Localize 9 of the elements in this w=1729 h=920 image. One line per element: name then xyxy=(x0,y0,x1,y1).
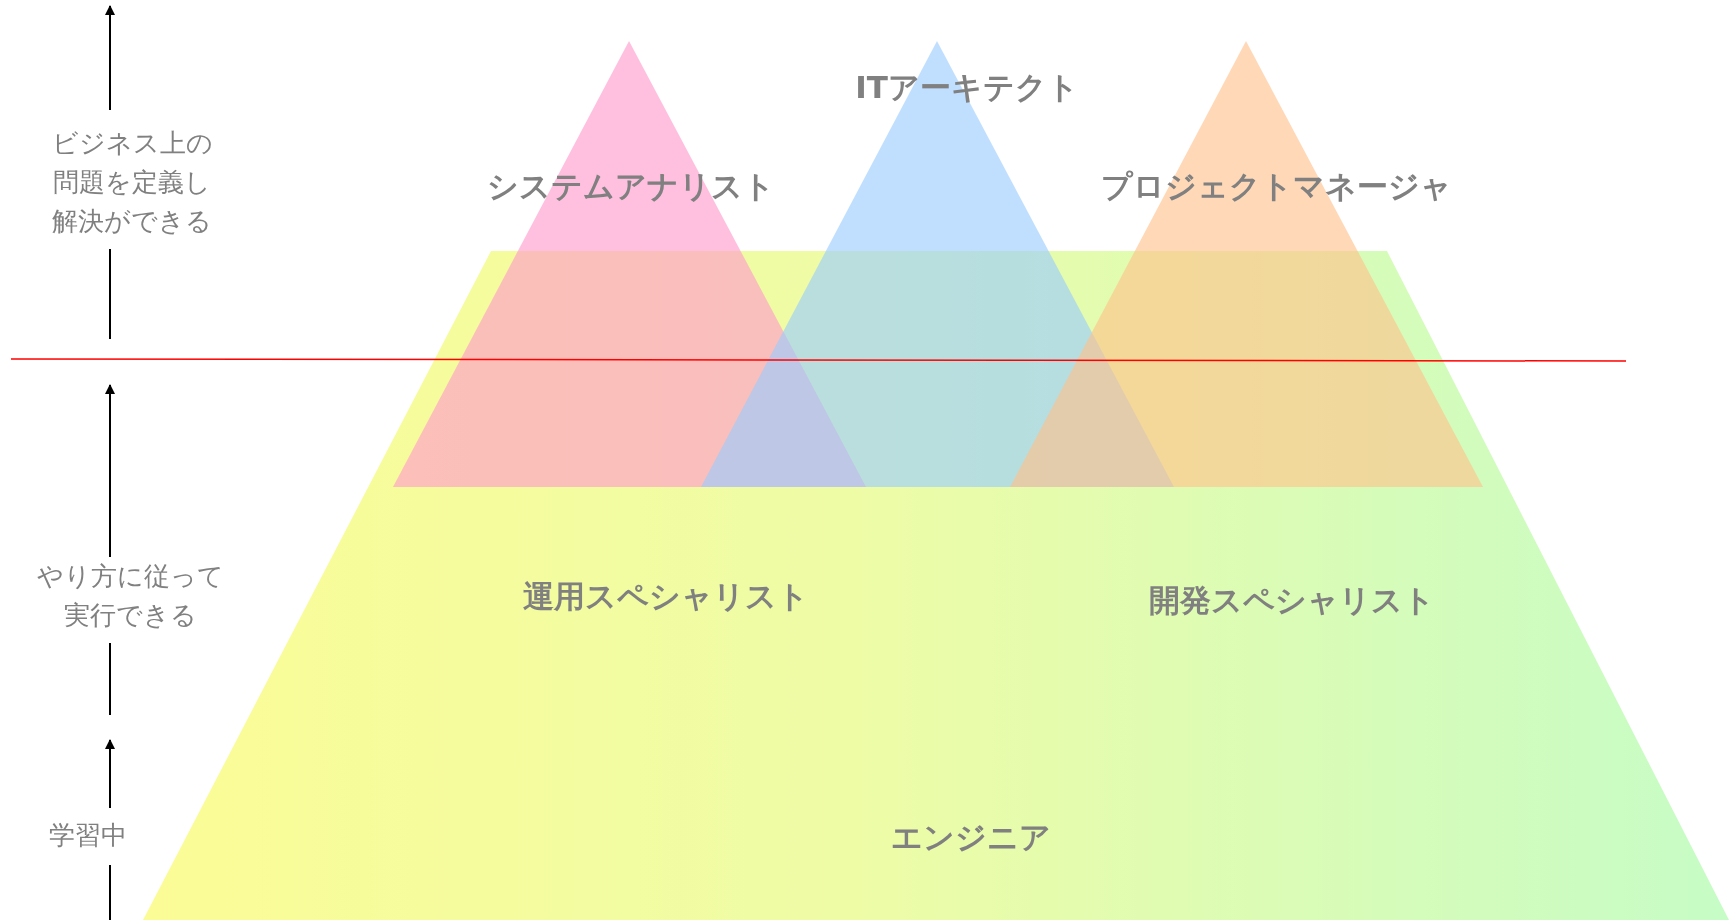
level-label: ビジネス上の問題を定義し解決ができる xyxy=(50,126,214,238)
role-label: システムアナリスト xyxy=(487,167,775,206)
role-label: エンジニア xyxy=(891,818,1051,857)
level-label: 学習中 xyxy=(49,818,127,852)
role-label: プロジェクトマネージャ xyxy=(1100,167,1452,206)
role-label: 運用スペシャリスト xyxy=(523,577,809,616)
role-label: ITアーキテクト xyxy=(855,68,1079,107)
level-label: やり方に従って実行できる xyxy=(35,560,225,632)
role-label: 開発スペシャリスト xyxy=(1149,581,1435,620)
